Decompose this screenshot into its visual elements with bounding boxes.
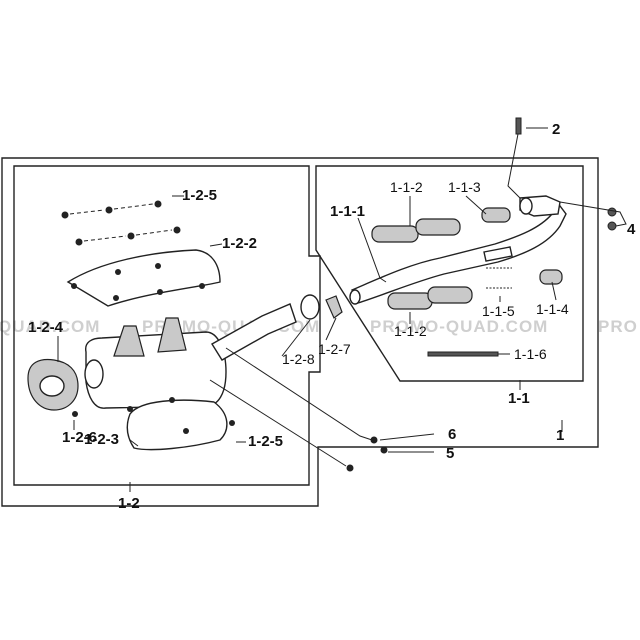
pipe-clamp-1-1-3	[481, 207, 511, 223]
watermark-fragment-3: PROMO-QUAD.COM	[370, 317, 548, 336]
label-1-2-2: 1-2-2	[222, 235, 257, 252]
label-1-2: 1-2	[118, 495, 140, 512]
washer-set-top	[61, 200, 181, 246]
pipe-heat-shield-clamp-lower-left	[387, 292, 433, 310]
pipe-heat-shield-clamp-lower-right	[427, 286, 473, 304]
gasket-2	[515, 117, 522, 135]
muffler-link-pipe	[211, 303, 297, 361]
muffler-body	[85, 331, 227, 409]
long-bolt-1-1-6	[427, 351, 499, 357]
label-1-2-3: 1-2-3	[84, 431, 119, 448]
label-1-2-5-lower: 1-2-5	[248, 433, 283, 450]
muffler-bracket-left	[113, 325, 145, 357]
pipe-heat-shield-clamp-upper-right	[415, 218, 461, 236]
joint-clamp-1-2-7	[325, 295, 343, 319]
part-labels: 2 4 1-1-1 1-1-2 1-1-3 1-1-2 1-1-5 1-1-4 …	[28, 121, 636, 512]
end-cap-outlet	[39, 375, 65, 397]
pipe-clamp-1-1-4	[539, 269, 563, 285]
header-pipe	[351, 204, 567, 304]
muffler-inlet	[84, 359, 104, 389]
label-2: 2	[552, 121, 560, 138]
label-1-2-8: 1-2-8	[282, 351, 315, 367]
label-1-1: 1-1	[508, 390, 530, 407]
header-pipe-1-1-frame	[315, 165, 584, 382]
flange-nut-lower	[607, 221, 617, 231]
pipe-heat-shield-clamp-upper-left	[371, 225, 419, 243]
label-1-1-2-upper: 1-1-2	[390, 179, 423, 195]
label-4: 4	[627, 221, 636, 238]
label-1-1-3: 1-1-3	[448, 179, 481, 195]
leader-lines	[57, 127, 627, 492]
flange-nut-upper	[607, 207, 617, 217]
bolt-5-lower	[346, 464, 354, 472]
bolt-5-upper	[380, 446, 388, 454]
label-1: 1	[556, 427, 564, 444]
label-1-2-4: 1-2-4	[28, 319, 64, 336]
label-1-2-7: 1-2-7	[318, 341, 351, 357]
flange-port	[519, 197, 533, 215]
label-1-2-5-upper: 1-2-5	[182, 187, 217, 204]
watermark-fragment-1: QUAD.COM	[0, 317, 100, 336]
watermark-fragment-4: PRO	[598, 317, 638, 336]
label-1-2-6: 1-2-6	[62, 429, 97, 446]
muffler-bracket-right	[157, 317, 187, 353]
joint-gasket-1-2-8	[300, 294, 320, 320]
label-5: 5	[446, 445, 454, 462]
label-6: 6	[448, 426, 456, 443]
header-pipe-outlet	[349, 289, 361, 305]
muffler-1-2-frame	[13, 165, 321, 486]
muffler-assembly	[27, 200, 388, 472]
label-1-1-6: 1-1-6	[514, 346, 547, 362]
pipe-spring-hook	[483, 246, 513, 262]
label-1-1-5: 1-1-5	[482, 303, 515, 319]
watermark: QUAD.COM PROMO-QUAD.COM PROMO-QUAD.COM P…	[0, 317, 638, 336]
label-1-1-4: 1-1-4	[536, 301, 569, 317]
header-pipe-assembly	[349, 117, 617, 357]
label-1-1-2-lower: 1-1-2	[394, 323, 427, 339]
label-1-1-1: 1-1-1	[330, 203, 365, 220]
washer-6	[370, 436, 378, 444]
muffler-heat-shield	[66, 249, 221, 307]
assembly-1-frame	[1, 157, 599, 507]
end-cap-bolt	[72, 411, 78, 417]
lower-heat-shield	[126, 399, 228, 451]
